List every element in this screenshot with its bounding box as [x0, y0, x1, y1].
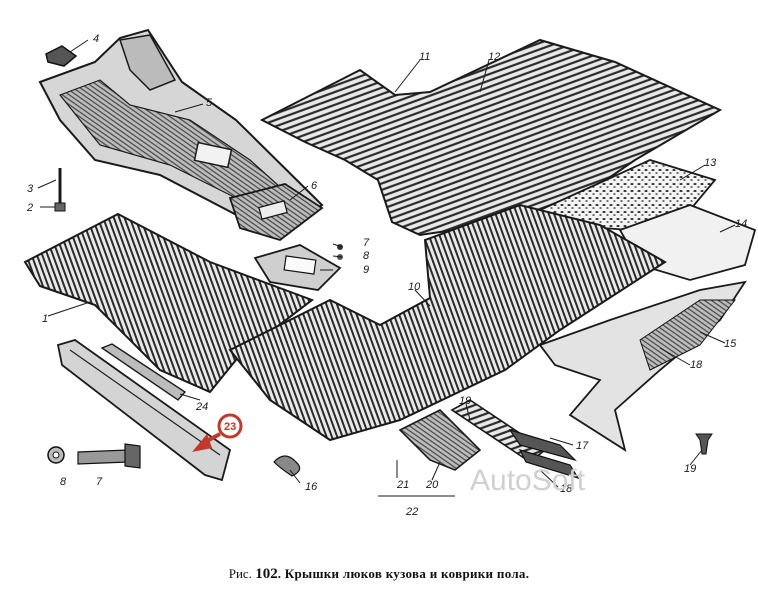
tunnel-cover-5 [38, 28, 324, 224]
label-6: 6 [311, 180, 318, 192]
label-16: 16 [305, 481, 318, 493]
leader-lines [37, 39, 736, 497]
clips-17 [508, 428, 580, 480]
label-19-right: 19 [684, 463, 696, 475]
washer-8 [47, 446, 65, 464]
label-13: 13 [704, 157, 717, 169]
label-15: 15 [724, 338, 737, 350]
label-4: 4 [93, 33, 99, 45]
label-23: 23 [224, 421, 236, 433]
label-20: 20 [425, 479, 439, 491]
central-mat-10 [228, 203, 667, 442]
figure-caption: Рис. 102. Крышки люков кузова и коврики … [0, 566, 758, 583]
label-12: 12 [488, 51, 500, 63]
cover-6 [228, 183, 324, 241]
label-1: 1 [42, 313, 48, 325]
label-24: 24 [195, 401, 208, 413]
label-14: 14 [735, 218, 747, 230]
bolt-3 [54, 168, 66, 212]
label-21: 21 [396, 479, 409, 491]
label-18: 18 [690, 359, 703, 371]
label-2: 2 [26, 202, 33, 214]
label-22: 22 [405, 506, 418, 518]
label-3: 3 [27, 183, 34, 195]
label-7-top: 7 [363, 237, 370, 249]
rod-24 [100, 343, 187, 401]
side-panel-15 [538, 280, 747, 452]
label-7-bottom: 7 [96, 476, 103, 488]
cap-4 [45, 45, 78, 67]
arrow-icon [192, 434, 212, 452]
label-11: 11 [419, 51, 430, 63]
label-8-top: 8 [363, 250, 370, 262]
label-8-bottom: 8 [60, 476, 67, 488]
hatch-cover-9 [253, 244, 342, 291]
watermark: AutoSoft [470, 464, 586, 497]
clip-16 [273, 455, 301, 477]
caption-prefix: Рис. [228, 566, 252, 581]
bolt-7 [77, 443, 141, 469]
label-19-mid: 19 [459, 395, 471, 407]
label-5: 5 [206, 97, 213, 109]
caption-text: . Крышки люков кузова и коврики пола. [277, 566, 530, 581]
threshold-23 [56, 339, 232, 482]
part-labels: 1 2 3 4 5 6 7 8 9 10 11 12 13 14 15 16 1… [26, 33, 747, 518]
caption-number: 102 [255, 566, 278, 582]
label-10: 10 [408, 281, 421, 293]
screw-19 [695, 433, 713, 455]
highlight-marker-23: 23 [192, 413, 243, 452]
label-18-bottom: 18 [560, 483, 573, 495]
label-9: 9 [363, 264, 369, 276]
rear-floor-mat [259, 38, 723, 237]
label-17: 17 [576, 440, 589, 452]
